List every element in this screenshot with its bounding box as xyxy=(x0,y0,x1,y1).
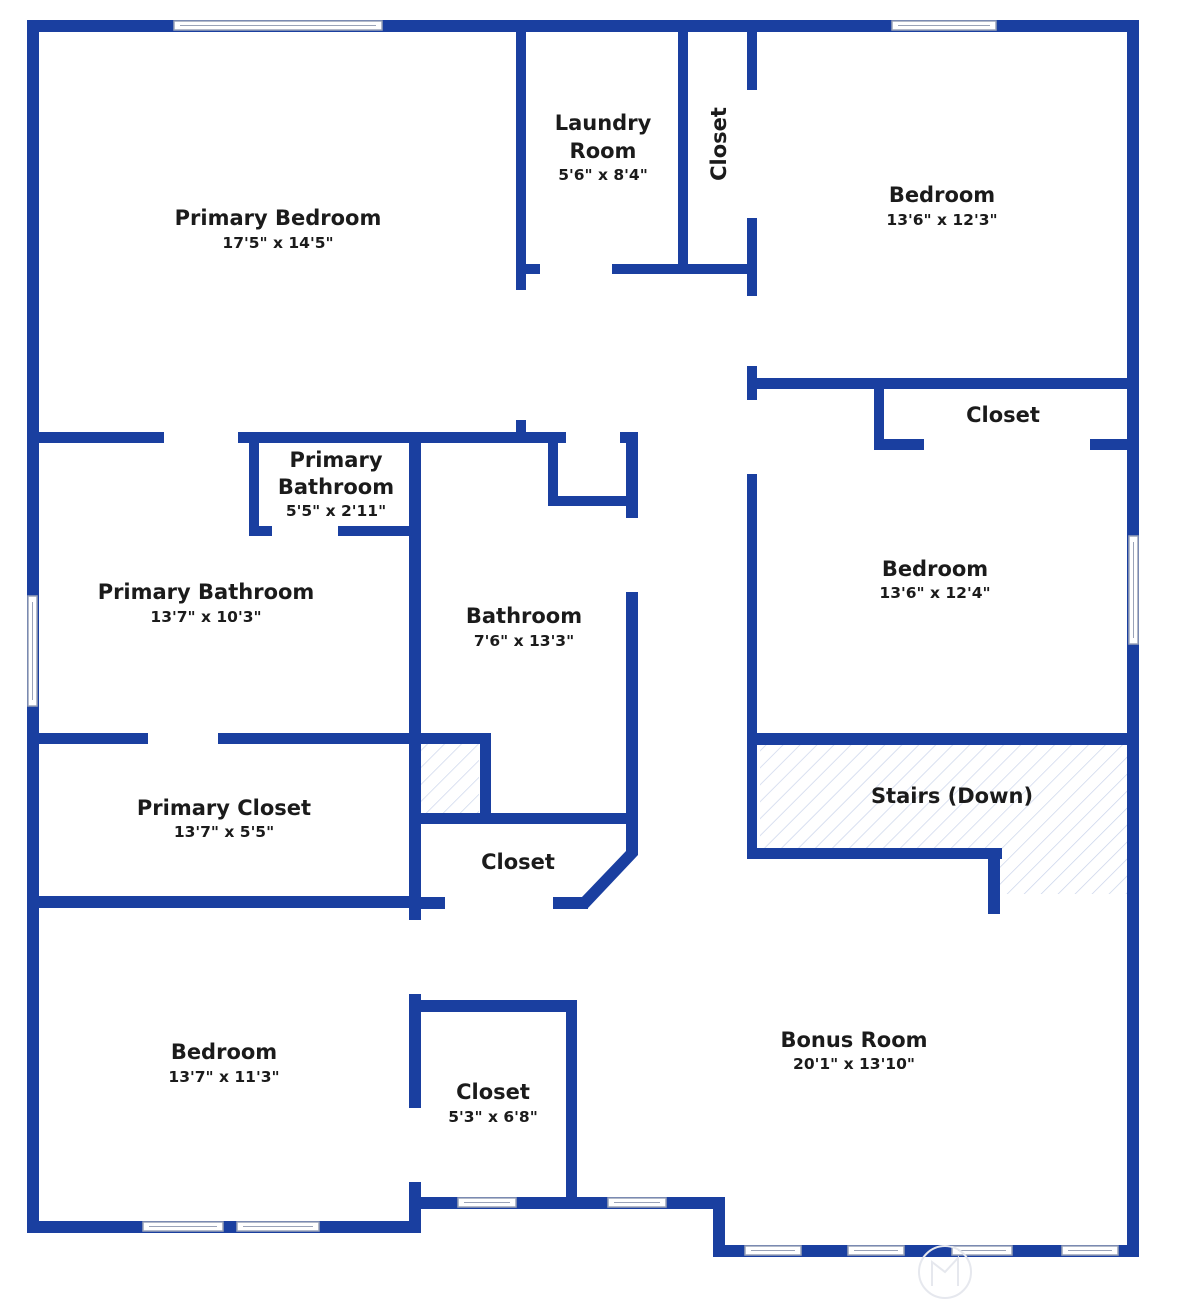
primary-closet-south-wall xyxy=(33,896,421,908)
closet-east-west-wall xyxy=(874,378,884,450)
ne-bedroom-south-wall xyxy=(747,378,1133,389)
bathroom-nook-opening xyxy=(566,431,620,444)
bathroom-south-wall xyxy=(415,813,638,824)
sw-bedroom-dims: 13'7" x 11'3" xyxy=(168,1068,279,1086)
closet-south-north-wall xyxy=(415,1000,577,1012)
primary-closet-dims: 13'7" x 5'5" xyxy=(174,823,274,841)
window-south-2 xyxy=(236,1221,320,1232)
hall-closet-door xyxy=(445,896,553,909)
closet-south-east-wall xyxy=(566,1000,577,1207)
window-south-4 xyxy=(607,1197,667,1208)
window-south-1 xyxy=(142,1221,224,1232)
bedroom-closet-door xyxy=(408,1108,422,1182)
laundry-room-dims: 5'6" x 8'4" xyxy=(558,166,648,184)
east-bedroom-dims: 13'6" x 12'4" xyxy=(879,584,990,602)
sw-bedroom-name: Bedroom xyxy=(171,1040,277,1064)
windows xyxy=(27,20,1139,1256)
laundry-room-name-line1: Laundry xyxy=(555,111,652,135)
bonus-room-dims: 20'1" x 13'10" xyxy=(793,1055,915,1073)
primary-bedroom-door xyxy=(515,290,527,420)
east-bedroom-door xyxy=(746,400,758,474)
laundry-door xyxy=(540,263,612,275)
closet-east-door xyxy=(924,438,1090,451)
east-bedroom-south-wall xyxy=(747,733,1133,745)
primary-wc-name-line2: Bathroom xyxy=(278,475,394,499)
primary-bedroom-name: Primary Bedroom xyxy=(175,206,382,230)
bathroom-name: Bathroom xyxy=(466,604,582,628)
primary-bath-door xyxy=(164,431,238,444)
south-closet-name: Closet xyxy=(456,1080,530,1104)
window-south-6 xyxy=(847,1245,905,1256)
door-openings xyxy=(148,90,1090,1182)
window-north-1 xyxy=(173,20,383,31)
primary-wc-west-wall xyxy=(249,432,259,536)
primary-wc-dims: 5'5" x 2'11" xyxy=(286,502,386,520)
central-spine-wall xyxy=(409,432,421,1222)
bathroom-east-wall xyxy=(626,432,638,854)
room-labels: Primary Bedroom 17'5" x 14'5" Laundry Ro… xyxy=(98,107,1040,1126)
south-exterior-wall-west xyxy=(27,1221,421,1233)
east-bedroom-name: Bedroom xyxy=(882,557,988,581)
hall-closet-name: Closet xyxy=(481,850,555,874)
bathroom-door xyxy=(625,518,639,592)
primary-bathroom-name: Primary Bathroom xyxy=(98,580,315,604)
window-east xyxy=(1128,535,1139,645)
primary-bedroom-east-wall xyxy=(516,26,526,438)
primary-bath-south-wall xyxy=(33,733,421,744)
primary-wc-door xyxy=(272,525,338,537)
ne-bedroom-door xyxy=(746,296,758,366)
primary-bedroom-dims: 17'5" x 14'5" xyxy=(222,234,333,252)
ne-bedroom-dims: 13'6" x 12'3" xyxy=(886,211,997,229)
laundry-closet-name: Closet xyxy=(707,107,731,181)
bathroom-nook-west xyxy=(548,432,558,506)
watermark-logo xyxy=(918,1245,972,1299)
shaft-east-wall xyxy=(480,733,491,821)
primary-closet-name: Primary Closet xyxy=(137,796,311,820)
bathroom-dims: 7'6" x 13'3" xyxy=(474,632,574,650)
window-south-8 xyxy=(1061,1245,1119,1256)
window-south-5 xyxy=(744,1245,802,1256)
bathroom-nook-south xyxy=(548,496,638,506)
ne-bedroom-name: Bedroom xyxy=(889,183,995,207)
primary-bedroom-south-wall xyxy=(33,432,638,443)
primary-bathroom-dims: 13'7" x 10'3" xyxy=(150,608,261,626)
stairs-jog-wall xyxy=(988,848,1000,914)
sw-bedroom-door xyxy=(408,920,422,994)
shaft-hatch xyxy=(421,743,479,815)
window-west xyxy=(27,595,38,707)
window-south-7 xyxy=(951,1245,1013,1256)
south-closet-dims: 5'3" x 6'8" xyxy=(448,1108,538,1126)
window-south-3 xyxy=(457,1197,517,1208)
stairs-hatch xyxy=(760,745,1128,894)
shaft-north-wall xyxy=(415,733,491,744)
east-closet-name: Closet xyxy=(966,403,1040,427)
laundry-room-name-line2: Room xyxy=(570,139,637,163)
window-north-2 xyxy=(891,20,997,31)
primary-wc-name-line1: Primary xyxy=(289,448,382,472)
stair-hatching xyxy=(421,743,1128,894)
laundry-south-wall xyxy=(516,264,756,274)
bonus-room-name: Bonus Room xyxy=(780,1028,927,1052)
stairs-label: Stairs (Down) xyxy=(871,784,1033,808)
south-jog-wall xyxy=(713,1197,725,1257)
south-exterior-wall-east xyxy=(713,1245,1139,1257)
stairs-south-wall xyxy=(747,848,1002,859)
primary-closet-door xyxy=(148,732,218,745)
laundry-closet-door xyxy=(746,90,758,218)
laundry-east-wall xyxy=(678,26,688,272)
